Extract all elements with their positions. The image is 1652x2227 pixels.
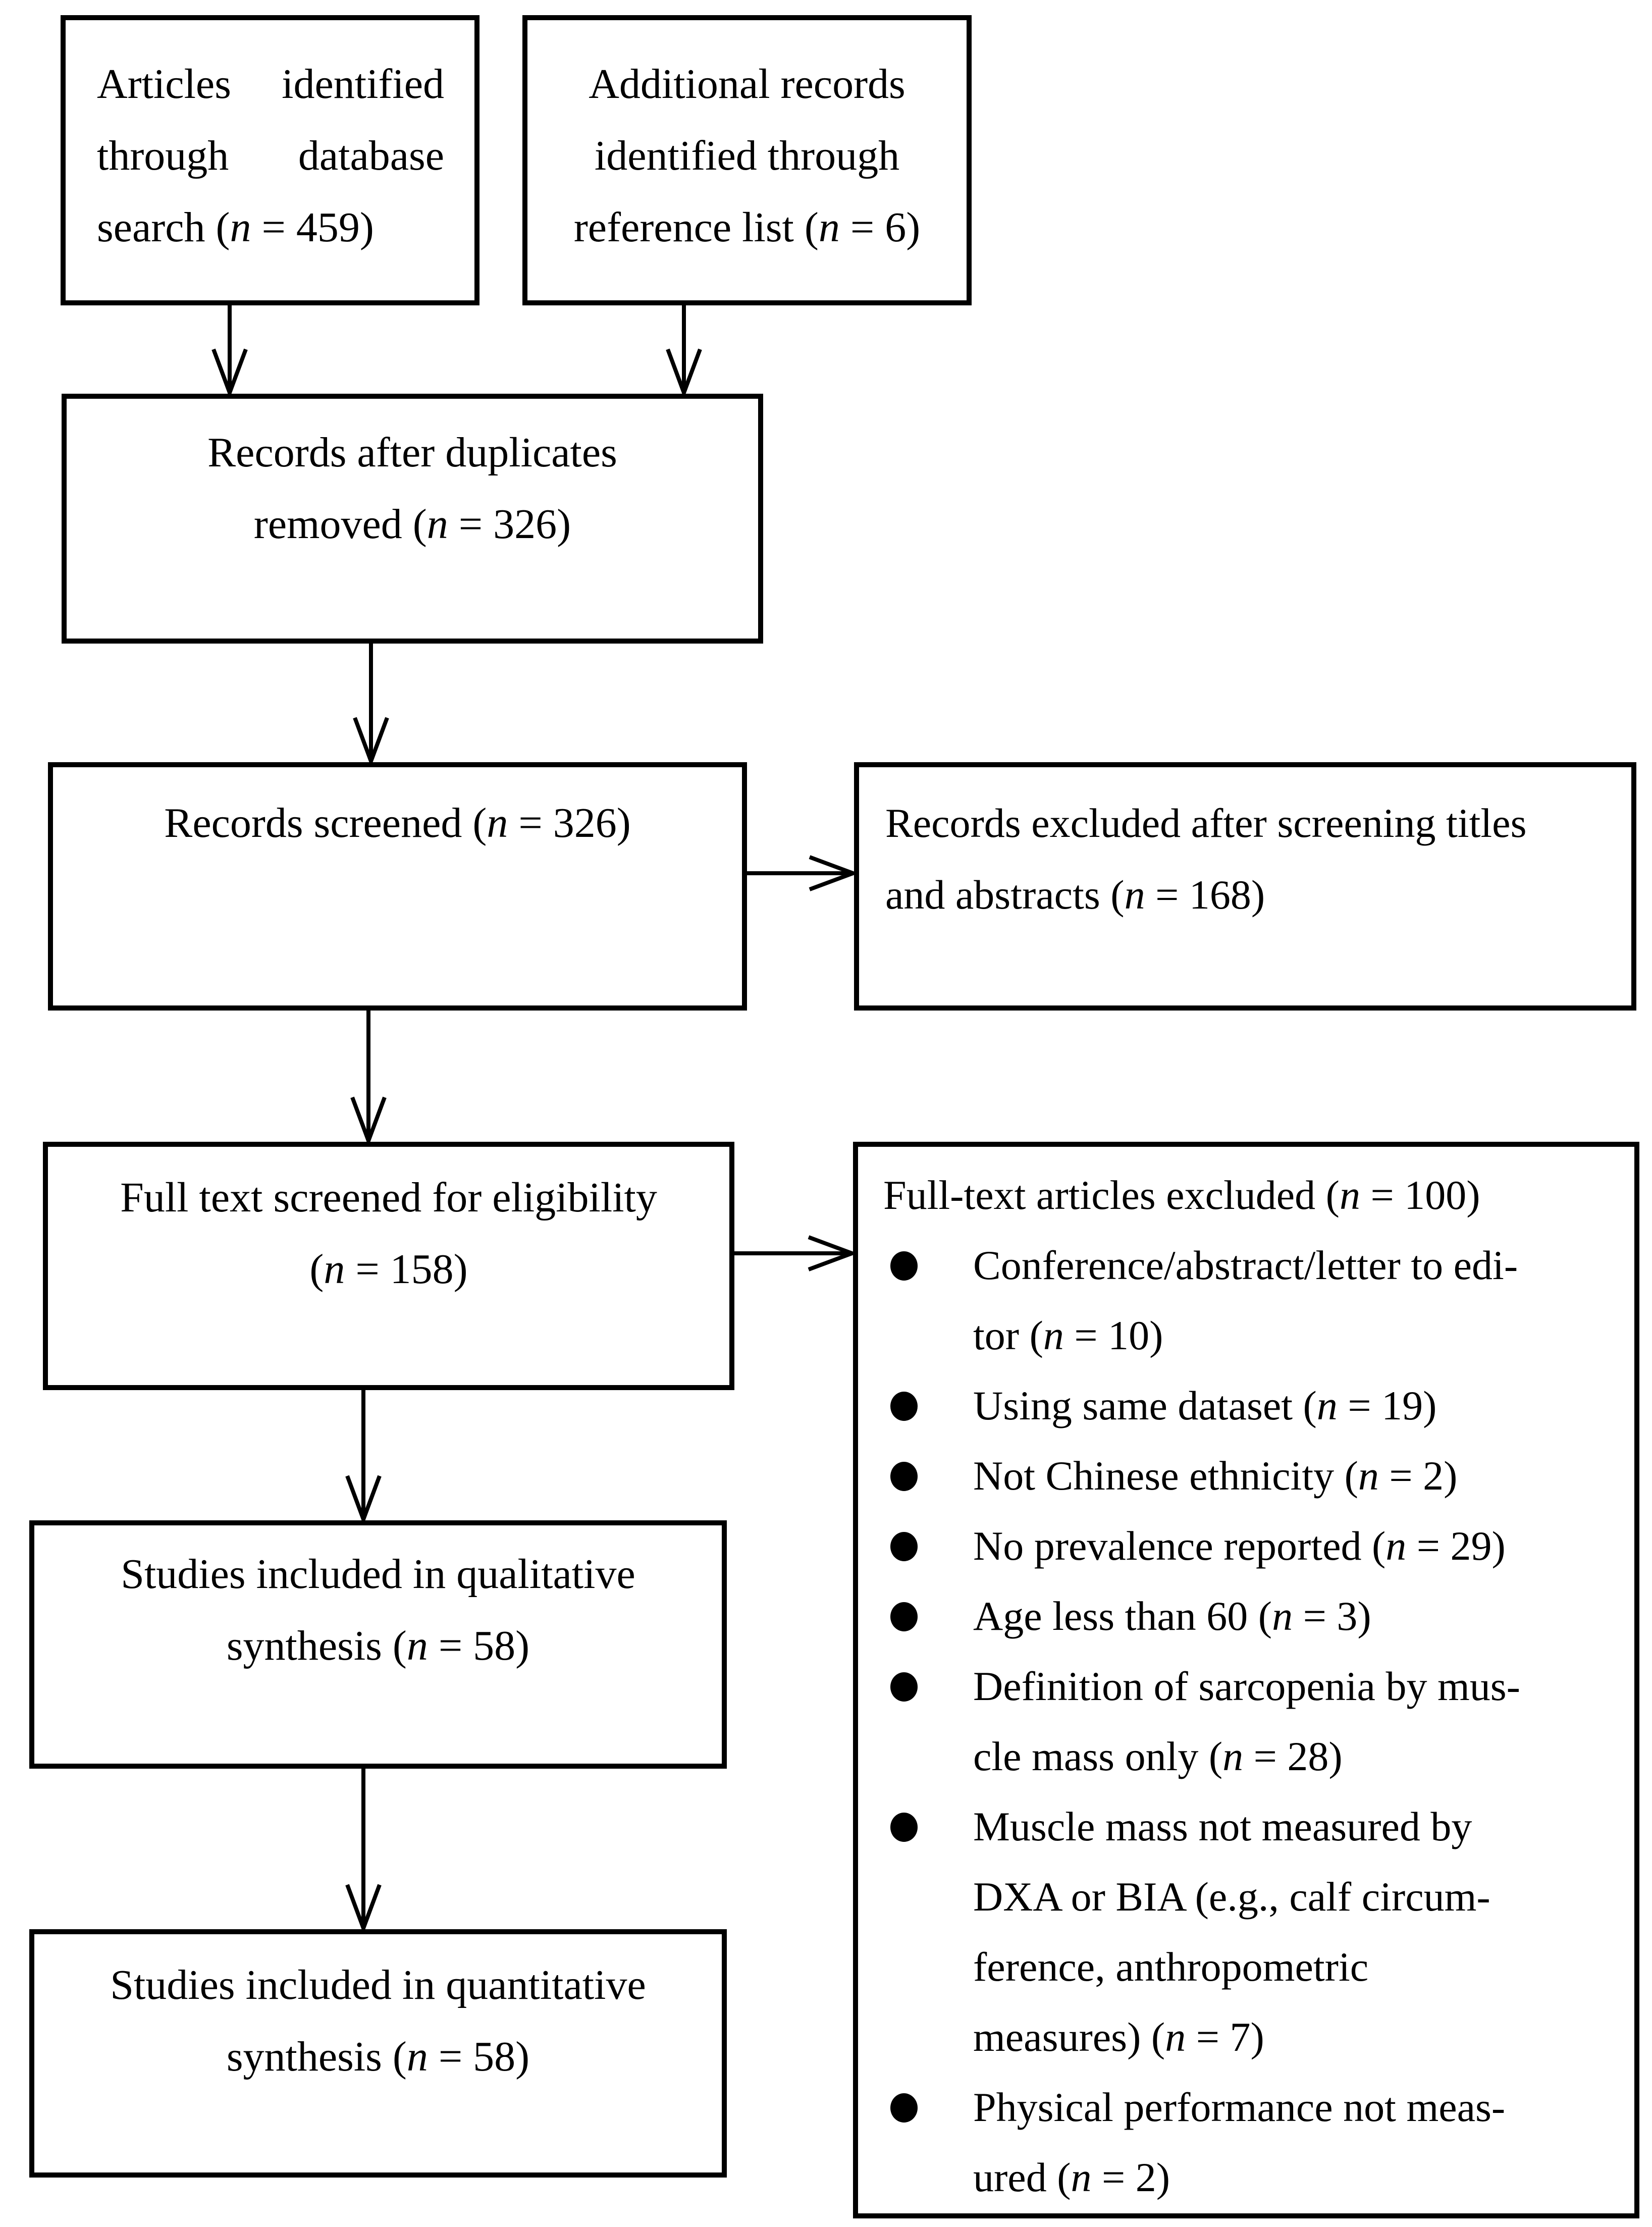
box-fulltext-excluded: Full-text articles excluded (n = 100) Co… (853, 1142, 1639, 2218)
exclusion-item-definition: Definition of sarcopenia by mus- cle mas… (858, 1651, 1622, 1791)
exclusion-item-line: Physical performance not meas- (973, 2084, 1506, 2130)
arrow-duplicates-to-screened (353, 644, 389, 767)
exclusion-item-line: Age less than 60 (n = 3) (973, 1593, 1371, 1639)
italic-n: n (1339, 1172, 1360, 1218)
box-records-excluded-line2: and abstracts (n = 168) (885, 872, 1265, 918)
arrow-database-to-duplicates (211, 305, 248, 399)
italic-n: n (1358, 1453, 1379, 1499)
italic-n: n (427, 501, 448, 548)
exclusion-item-same-dataset: Using same dataset (n = 19) (858, 1370, 1622, 1441)
box-fulltext-screened-line2: (n = 158) (309, 1246, 468, 1293)
exclusion-item-line: No prevalence reported (n = 29) (973, 1523, 1506, 1569)
exclusion-item-line: Definition of sarcopenia by mus- (973, 1663, 1520, 1709)
box-duplicates-removed-line1: Records after duplicates (207, 429, 617, 476)
box-duplicates-removed-line2: removed (n = 326) (253, 501, 571, 548)
exclusion-item-conference: Conference/abstract/letter to edi- tor (… (858, 1230, 1622, 1370)
italic-n: n (1316, 1383, 1338, 1428)
box-additional-records-line3: reference list (n = 6) (573, 204, 921, 251)
exclusion-item-line: ured (n = 2) (973, 2154, 1170, 2200)
arrow-reference-to-duplicates (666, 305, 702, 399)
italic-n: n (1043, 1312, 1064, 1358)
box-records-screened: Records screened (n = 326) (48, 762, 747, 1011)
exclusion-item-not-chinese: Not Chinese ethnicity (n = 2) (858, 1441, 1622, 1511)
exclusion-item-line: Muscle mass not measured by (973, 1804, 1472, 1849)
box-records-excluded: Records excluded after screening titles … (854, 762, 1636, 1011)
italic-n: n (324, 1246, 345, 1293)
italic-n: n (818, 204, 840, 251)
exclusion-item-line: DXA or BIA (e.g., calf circum- (973, 1874, 1490, 1920)
bullet-icon (890, 1813, 918, 1842)
bullet-icon (890, 1462, 918, 1491)
italic-n: n (1385, 1523, 1407, 1569)
italic-n: n (406, 2033, 428, 2080)
box-qualitative-line1: Studies included in qualitative (121, 1551, 635, 1598)
exclusion-item-age: Age less than 60 (n = 3) (858, 1581, 1622, 1651)
box-fulltext-screened: Full text screened for eligibility (n = … (43, 1142, 734, 1390)
italic-n: n (1272, 1593, 1293, 1639)
exclusion-item-line: cle mass only (n = 28) (973, 1733, 1343, 1779)
italic-n: n (406, 1622, 428, 1669)
box-qualitative-synthesis: Studies included in qualitative synthesi… (29, 1520, 727, 1769)
exclusion-item-line: Not Chinese ethnicity (n = 2) (973, 1453, 1458, 1499)
box-articles-identified-line3: search (n = 459) (97, 204, 374, 251)
box-quantitative-line2: synthesis (n = 58) (226, 2033, 530, 2080)
box-fulltext-screened-line1: Full text screened for eligibility (120, 1174, 657, 1221)
fulltext-excluded-header: Full-text articles excluded (n = 100) (883, 1172, 1480, 1218)
box-records-screened-line1: Records screened (n = 326) (164, 800, 631, 846)
italic-n: n (1222, 1733, 1244, 1779)
box-additional-records-line2: identified through (594, 132, 900, 179)
exclusion-item-physical-performance: Physical performance not meas- ured (n =… (858, 2072, 1622, 2212)
arrow-fulltext-to-fulltext-excluded (734, 1235, 858, 1271)
bullet-icon (890, 1602, 918, 1631)
box-qualitative-line2: synthesis (n = 58) (226, 1622, 530, 1669)
box-additional-records: Additional records identified through re… (522, 15, 972, 305)
exclusion-item-muscle-mass: Muscle mass not measured by DXA or BIA (… (858, 1791, 1622, 2072)
box-additional-records-line1: Additional records (589, 61, 905, 108)
bullet-icon (890, 1672, 918, 1702)
bullet-icon (890, 1251, 918, 1281)
exclusion-item-line: ference, anthropometric (973, 1944, 1369, 1990)
box-articles-identified: Articles identified through database sea… (61, 15, 479, 305)
arrow-fulltext-to-qualitative (345, 1390, 382, 1525)
exclusion-item-line: measures) (n = 7) (973, 2014, 1264, 2060)
italic-n: n (1124, 872, 1145, 918)
arrow-qualitative-to-quantitative (345, 1769, 382, 1934)
box-quantitative-line1: Studies included in quantitative (110, 1961, 646, 2008)
arrow-screened-to-excluded (747, 855, 859, 891)
arrow-screened-to-fulltext (350, 1011, 387, 1147)
bullet-icon (890, 1532, 918, 1561)
exclusion-item-line: Conference/abstract/letter to edi- (973, 1242, 1518, 1288)
exclusion-item-line: Using same dataset (n = 19) (973, 1383, 1437, 1428)
box-duplicates-removed: Records after duplicates removed (n = 32… (62, 394, 763, 644)
box-quantitative-synthesis: Studies included in quantitative synthes… (29, 1929, 727, 2178)
bullet-icon (890, 2093, 918, 2123)
exclusion-item-no-prevalence: No prevalence reported (n = 29) (858, 1511, 1622, 1581)
box-articles-identified-line1: Articles identified (97, 61, 444, 108)
box-records-excluded-line1: Records excluded after screening titles (885, 800, 1527, 846)
exclusion-item-line: tor (n = 10) (973, 1312, 1163, 1358)
bullet-icon (890, 1392, 918, 1421)
box-articles-identified-line2: through database (97, 132, 444, 179)
italic-n: n (487, 800, 508, 846)
italic-n: n (230, 204, 251, 251)
italic-n: n (1071, 2154, 1092, 2200)
italic-n: n (1165, 2014, 1186, 2060)
